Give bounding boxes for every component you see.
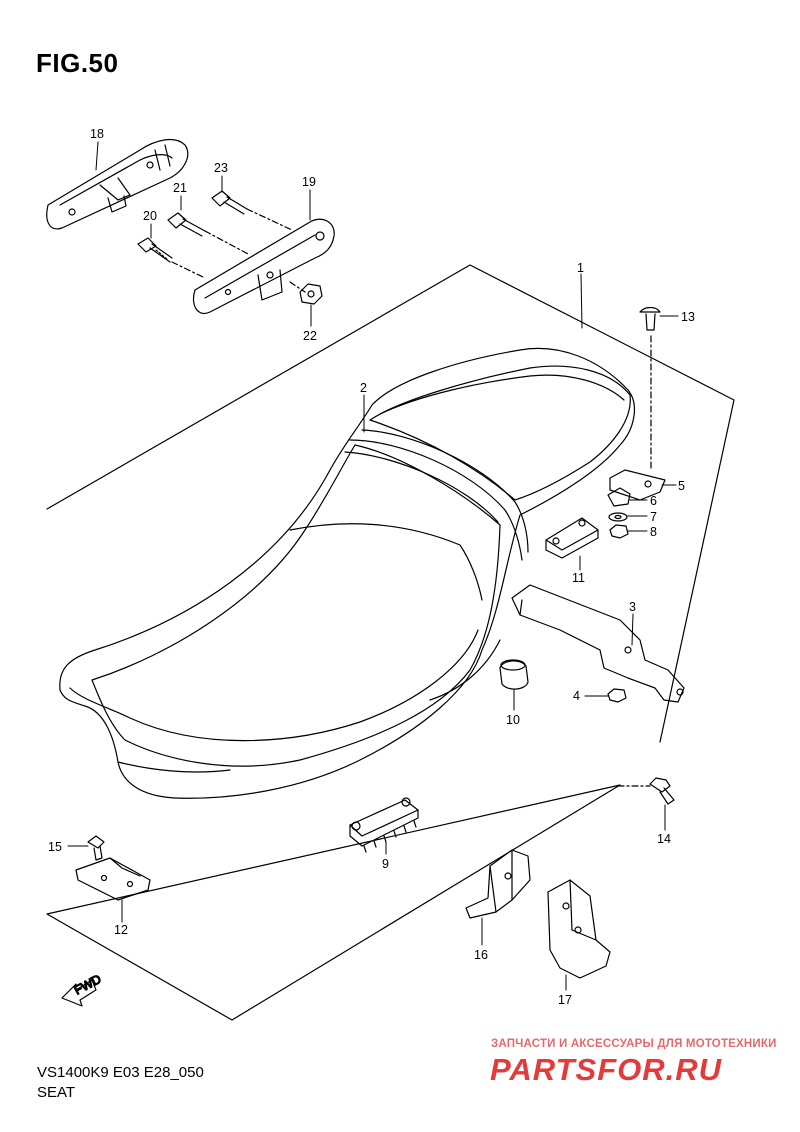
screw-14 (649, 777, 675, 805)
nut-4 (607, 688, 627, 703)
washer-7 (608, 512, 628, 522)
bracket-17 (547, 879, 611, 979)
bolt-23 (211, 190, 248, 215)
bolt-21 (167, 212, 206, 237)
bracket-3 (511, 584, 685, 703)
seat-assembly (59, 347, 635, 799)
callout-1: 1 (577, 261, 584, 275)
callout-13: 13 (681, 310, 695, 324)
callout-19: 19 (302, 175, 316, 189)
grommet-9 (349, 797, 419, 853)
clip-6 (607, 487, 631, 507)
callout-8: 8 (650, 525, 657, 539)
callout-21: 21 (173, 181, 187, 195)
bracket-16 (465, 849, 531, 919)
callout-4: 4 (573, 689, 580, 703)
assembly-frame (46, 264, 735, 1021)
assembly-lines-upper (171, 208, 306, 293)
bumper-11 (545, 517, 599, 559)
screw-13 (639, 306, 661, 331)
callout-16: 16 (474, 948, 488, 962)
callout-5: 5 (678, 479, 685, 493)
fwd-arrow-icon: FWD (61, 971, 104, 1007)
callout-22: 22 (303, 329, 317, 343)
callout-20: 20 (143, 209, 157, 223)
bolt-15 (87, 835, 105, 861)
figure-title: FIG.50 (36, 48, 119, 78)
callout-2: 2 (360, 381, 367, 395)
callout-18: 18 (90, 127, 104, 141)
section-name: SEAT (37, 1084, 76, 1101)
watermark-logo: PARTSFOR.RU (490, 1052, 723, 1087)
bracket-5 (609, 469, 666, 501)
cushion-10 (499, 659, 529, 690)
bolt-20 (137, 237, 173, 263)
leader-lines (67, 141, 679, 991)
callout-15: 15 (48, 840, 62, 854)
callout-12: 12 (114, 923, 128, 937)
callout-6: 6 (650, 494, 657, 508)
callout-14: 14 (657, 832, 671, 846)
callout-9: 9 (382, 857, 389, 871)
callout-numbers: 1 2 3 4 5 6 7 8 9 10 11 12 13 14 15 16 1… (48, 127, 695, 1007)
callout-3: 3 (629, 600, 636, 614)
callout-11: 11 (572, 571, 585, 585)
watermark-tagline: ЗАПЧАСТИ И АКСЕССУАРЫ ДЛЯ МОТОТЕХНИКИ (491, 1038, 777, 1050)
callout-10: 10 (506, 713, 520, 727)
bracket-12 (75, 857, 151, 901)
model-code: VS1400K9 E03 E28_050 (37, 1064, 204, 1081)
bracket-bar-19 (192, 218, 335, 314)
nut-8 (609, 524, 629, 539)
callout-23: 23 (214, 161, 228, 175)
callout-7: 7 (650, 510, 657, 524)
callout-17: 17 (558, 993, 572, 1007)
grab-handle-18 (46, 138, 189, 230)
nut-22 (299, 283, 323, 305)
